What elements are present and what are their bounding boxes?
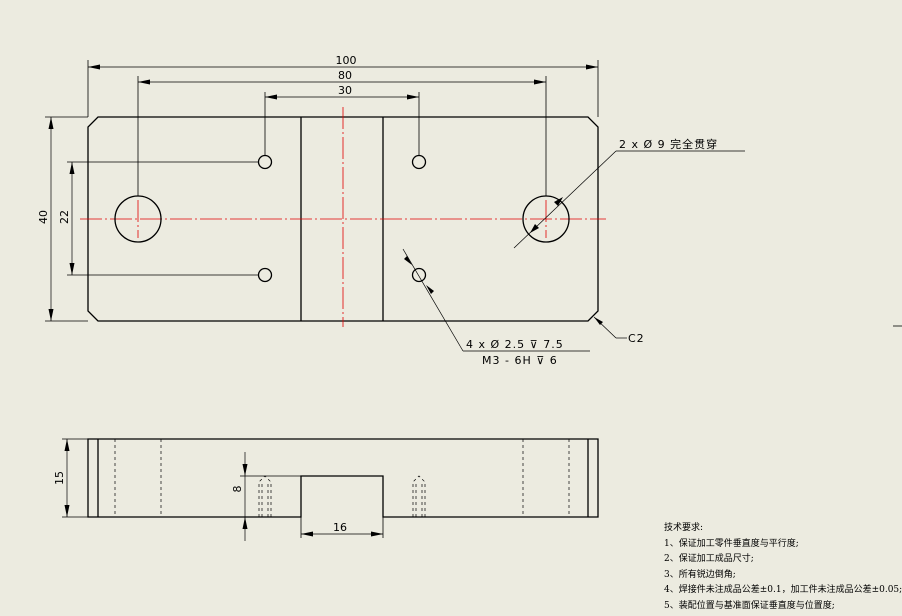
front-view: 15 8 16 xyxy=(53,438,599,541)
tapped-hole xyxy=(257,267,273,283)
leader-line xyxy=(402,248,464,352)
notes-title: 技术要求: xyxy=(664,523,704,533)
dimension-100-label: 100 xyxy=(336,54,357,67)
arrowhead xyxy=(69,162,75,174)
dimension-22-label: 22 xyxy=(58,210,71,224)
arrowhead xyxy=(48,117,54,129)
leader-line xyxy=(513,150,617,249)
tapped-hole xyxy=(411,154,427,170)
arrowhead xyxy=(426,285,434,294)
arrowhead xyxy=(138,79,150,85)
dimension-30-label: 30 xyxy=(338,84,352,97)
arrowhead xyxy=(301,531,313,537)
hidden-tapped-hole xyxy=(261,482,269,517)
dimension-16-label: 16 xyxy=(333,521,347,534)
hidden-tapped-hole xyxy=(412,475,426,517)
arrowhead xyxy=(554,197,563,206)
top-view: 100 80 30 40 22 2 x Ø 9 完全贯穿 4 x Ø 2.5 ⊽ xyxy=(37,54,745,367)
note-item: 4、焊接件未注成品公差±0.1，加工件未注成品公差±0.05; xyxy=(664,585,902,595)
note-item: 5、装配位置与基准面保证垂直度与位置度; xyxy=(664,600,835,611)
arrowhead xyxy=(534,79,546,85)
note-item: 3、所有锐边倒角; xyxy=(664,569,736,580)
arrowhead xyxy=(530,224,539,233)
dimension-40-label: 40 xyxy=(37,210,50,224)
arrowhead xyxy=(64,505,70,517)
arrowhead xyxy=(371,531,383,537)
arrowhead xyxy=(48,309,54,321)
arrowhead xyxy=(69,263,75,275)
dimension-80-label: 80 xyxy=(338,69,352,82)
arrowhead xyxy=(265,94,277,100)
arrowhead xyxy=(404,256,412,265)
hidden-tapped-hole xyxy=(415,482,423,517)
hidden-tapped-hole xyxy=(258,475,272,517)
note-item: 2、保证加工成品尺寸; xyxy=(664,554,754,564)
tapped-hole-callout-line1: 4 x Ø 2.5 ⊽ 7.5 xyxy=(466,338,564,351)
note-item: 1、保证加工零件垂直度与平行度; xyxy=(664,538,799,549)
dimension-15-label: 15 xyxy=(53,471,66,485)
technical-requirements: 技术要求: 1、保证加工零件垂直度与平行度; 2、保证加工成品尺寸; 3、所有锐… xyxy=(664,521,902,614)
arrowhead xyxy=(242,517,248,529)
arrowhead xyxy=(594,317,603,325)
arrowhead xyxy=(586,64,598,70)
through-hole-callout: 2 x Ø 9 完全贯穿 xyxy=(619,137,718,151)
arrowhead xyxy=(64,439,70,451)
chamfer-callout: C2 xyxy=(628,332,645,345)
tapped-hole-callout-line2: M3 - 6H ⊽ 6 xyxy=(482,354,558,367)
arrowhead xyxy=(242,464,248,476)
plate-outline xyxy=(87,116,599,322)
arrowhead xyxy=(407,94,419,100)
arrowhead xyxy=(88,64,100,70)
dimension-8-label: 8 xyxy=(231,486,244,493)
tapped-hole xyxy=(411,267,427,283)
tapped-hole xyxy=(257,154,273,170)
front-outline xyxy=(87,438,599,518)
